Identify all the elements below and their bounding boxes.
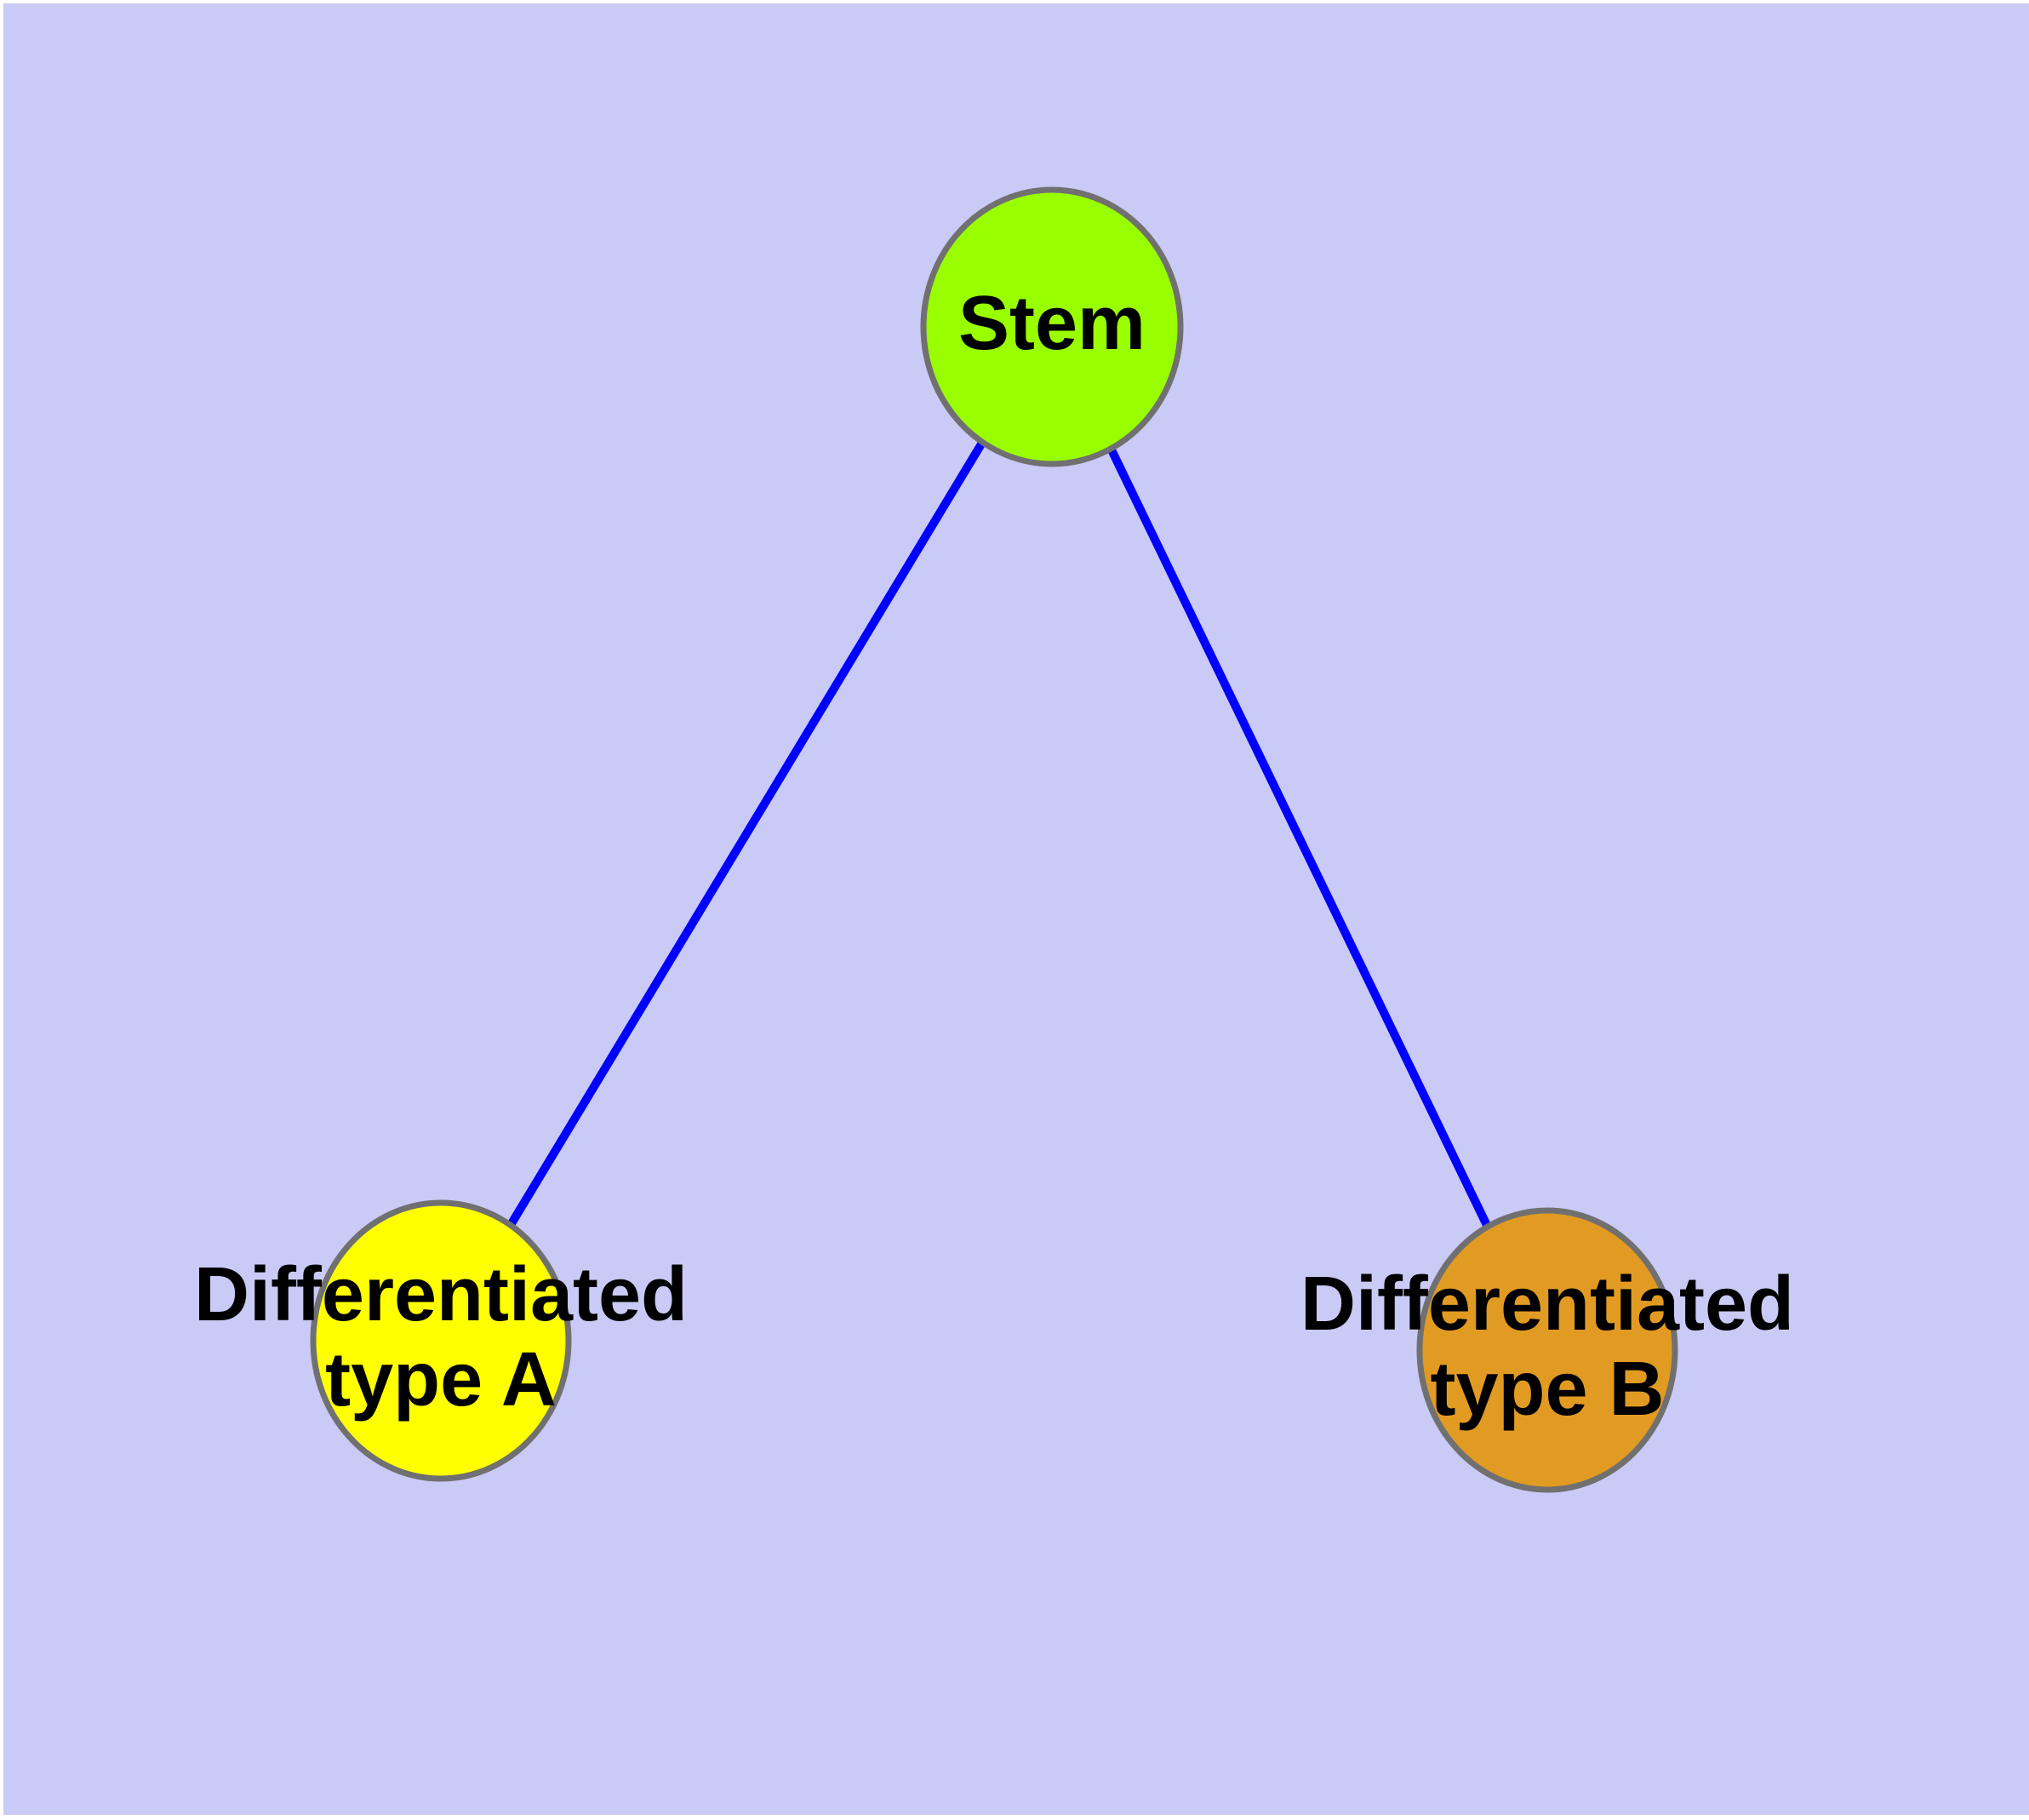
edge-stem-diff-b [1048, 324, 1552, 1353]
node-stem-label: Stem [958, 281, 1146, 366]
node-stem [920, 186, 1184, 467]
node-diff-a-label-line-1: Differentiated [194, 1252, 688, 1337]
edge-stem-diff-a [437, 324, 1056, 1343]
node-stem-label-line-1: Stem [958, 281, 1146, 366]
node-diff-b-label-line-2: type B [1430, 1347, 1664, 1432]
node-diff-a-label-line-2: type A [325, 1337, 557, 1422]
node-diff-b-label-line-1: Differentiated [1300, 1262, 1794, 1347]
node-diff-b [1416, 1207, 1678, 1493]
node-diff-a [310, 1199, 572, 1482]
